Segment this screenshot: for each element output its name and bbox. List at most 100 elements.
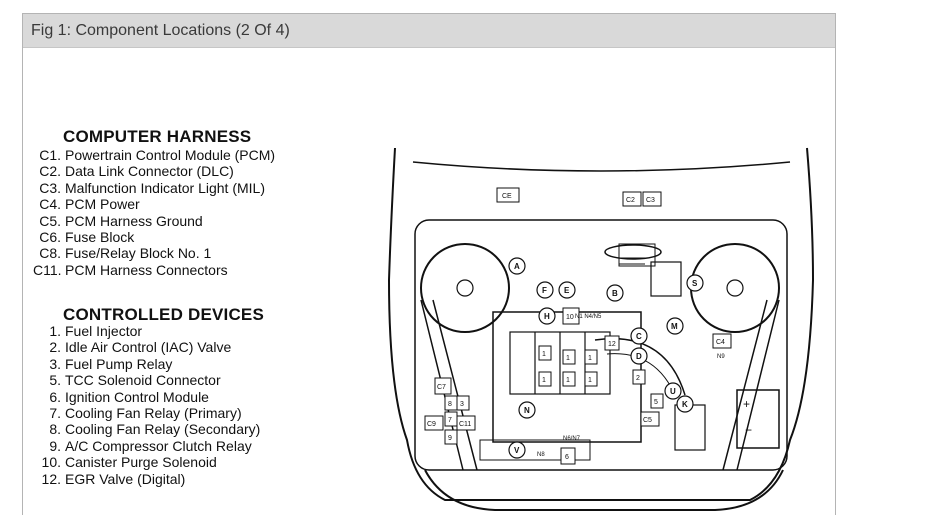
legend-item-code: C1. <box>39 147 61 163</box>
legend-item: C8.Fuse/Relay Block No. 1 <box>33 246 211 260</box>
legend-item-code: 3. <box>49 355 61 372</box>
legend-item-label: PCM Harness Ground <box>65 212 203 229</box>
label-n8: N8 <box>537 452 545 458</box>
left-wheel-outer <box>420 243 510 333</box>
left-wheel-inner <box>456 279 474 297</box>
legend-item-label: Canister Purge Solenoid <box>65 454 217 471</box>
legend-item-label: Ignition Control Module <box>65 388 209 405</box>
label-s: S <box>692 279 698 288</box>
label-12: 12 <box>608 341 616 348</box>
legend-item: C6.Fuse Block <box>33 230 134 244</box>
legend-item-code: 7. <box>49 405 61 421</box>
cowl-line <box>412 161 791 172</box>
legend-item-code: C2. <box>39 163 61 180</box>
label-1b: 1 <box>566 355 570 362</box>
legend-item: 8.Cooling Fan Relay (Secondary) <box>33 422 260 436</box>
label-2: 2 <box>636 375 640 382</box>
legend-item-label: Cooling Fan Relay (Primary) <box>65 405 242 421</box>
body-outline <box>387 147 815 501</box>
legend-item: 3.Fuel Pump Relay <box>33 357 172 371</box>
legend-item-label: Fuel Pump Relay <box>65 355 173 372</box>
legend-item-code: C5. <box>39 212 61 229</box>
label-b: B <box>612 289 618 298</box>
legend-item: C1.Powertrain Control Module (PCM) <box>33 148 275 162</box>
legend-item: 6.Ignition Control Module <box>33 390 209 404</box>
figure-title: Fig 1: Component Locations (2 Of 4) <box>31 22 290 39</box>
label-7: 7 <box>448 417 452 424</box>
legend-item-code: 8. <box>49 421 61 438</box>
k-module <box>674 404 706 451</box>
legend-item: 12.EGR Valve (Digital) <box>33 470 186 487</box>
label-1c: 1 <box>588 355 592 362</box>
legend-item-label: PCM Harness Connectors <box>65 261 228 278</box>
right-wheel-outer <box>690 243 780 333</box>
battery-top <box>650 261 682 297</box>
label-a: A <box>514 262 520 271</box>
legend-item-code: C11. <box>33 261 62 278</box>
label-8: 8 <box>448 401 452 408</box>
label-k: K <box>682 400 688 409</box>
legend-item-code: 10. <box>41 454 61 471</box>
label-9: 9 <box>448 435 452 442</box>
legend-item: 9.A/C Compressor Clutch Relay <box>33 437 252 454</box>
label-e: E <box>564 286 570 295</box>
legend-item-code: 1. <box>49 323 61 339</box>
figure-titlebar: Fig 1: Component Locations (2 Of 4) <box>23 14 835 48</box>
legend-item-label: A/C Compressor Clutch Relay <box>65 437 252 454</box>
label-n1-n4n5: N1 N4/N5 <box>575 314 602 320</box>
label-h: H <box>544 312 550 321</box>
label-10: 10 <box>566 314 574 321</box>
legend-item-code: C8. <box>39 245 61 262</box>
legend-item-code: 9. <box>49 437 61 454</box>
legend-item: C4.PCM Power <box>33 196 140 213</box>
label-5: 5 <box>654 399 658 406</box>
label-c9: C9 <box>427 421 436 428</box>
legend-item-label: Cooling Fan Relay (Secondary) <box>65 421 261 438</box>
label-1d: 1 <box>542 377 546 384</box>
legend-item-code: 12. <box>41 470 61 487</box>
legend-item-label: Fuel Injector <box>65 323 143 339</box>
label-n9: N9 <box>717 354 725 360</box>
engine-bay <box>414 219 788 471</box>
label-n6n7: N6/N7 <box>563 436 581 442</box>
legend-item: C3.Malfunction Indicator Light (MIL) <box>33 181 265 195</box>
label-c7: C7 <box>437 384 446 391</box>
legend-item-label: Idle Air Control (IAC) Valve <box>65 339 232 356</box>
legend-item: 10.Canister Purge Solenoid <box>33 455 217 469</box>
controlled-devices-heading: CONTROLLED DEVICES <box>63 305 265 324</box>
legend-item-code: 6. <box>49 388 61 405</box>
label-c4: C4 <box>716 339 725 346</box>
legend-item-label: Powertrain Control Module (PCM) <box>65 147 276 163</box>
label-v: V <box>514 446 520 455</box>
label-c2: C2 <box>626 197 635 204</box>
legend-item: 7.Cooling Fan Relay (Primary) <box>33 405 242 421</box>
right-wheel-inner <box>726 279 744 297</box>
label-c3: C3 <box>646 197 655 204</box>
legend-item-label: Malfunction Indicator Light (MIL) <box>65 179 265 196</box>
legend-item-code: C6. <box>39 229 61 245</box>
battery-plus: + <box>743 397 750 411</box>
label-f: F <box>542 286 547 295</box>
label-1a: 1 <box>542 351 546 358</box>
legend-item-code: C3. <box>39 179 61 196</box>
legend-item-label: Data Link Connector (DLC) <box>65 163 234 180</box>
legend-item-code: C4. <box>39 196 61 213</box>
computer-harness-heading: COMPUTER HARNESS <box>63 127 252 146</box>
legend-item: C5.PCM Harness Ground <box>33 214 203 228</box>
engine-compartment-diagram: CE C2 C3 C4 C5 C7 C11 C9 10 12 1 1 1 <box>387 147 815 511</box>
figure-frame: Fig 1: Component Locations (2 Of 4) COMP… <box>22 13 836 515</box>
label-1e: 1 <box>566 377 570 384</box>
label-u: U <box>670 387 676 396</box>
label-c5: C5 <box>643 417 652 424</box>
label-6: 6 <box>565 454 569 461</box>
label-d: D <box>636 352 642 361</box>
legend-item-label: Fuse Block <box>65 229 135 245</box>
label-c: C <box>636 332 642 341</box>
label-3: 3 <box>460 401 464 408</box>
label-c11: C11 <box>459 421 471 428</box>
label-m: M <box>671 322 678 331</box>
legend-item-label: PCM Power <box>65 196 140 213</box>
lower-bracket <box>479 439 591 461</box>
battery-minus: − <box>745 423 752 437</box>
legend-item: 5.TCC Solenoid Connector <box>33 373 220 387</box>
